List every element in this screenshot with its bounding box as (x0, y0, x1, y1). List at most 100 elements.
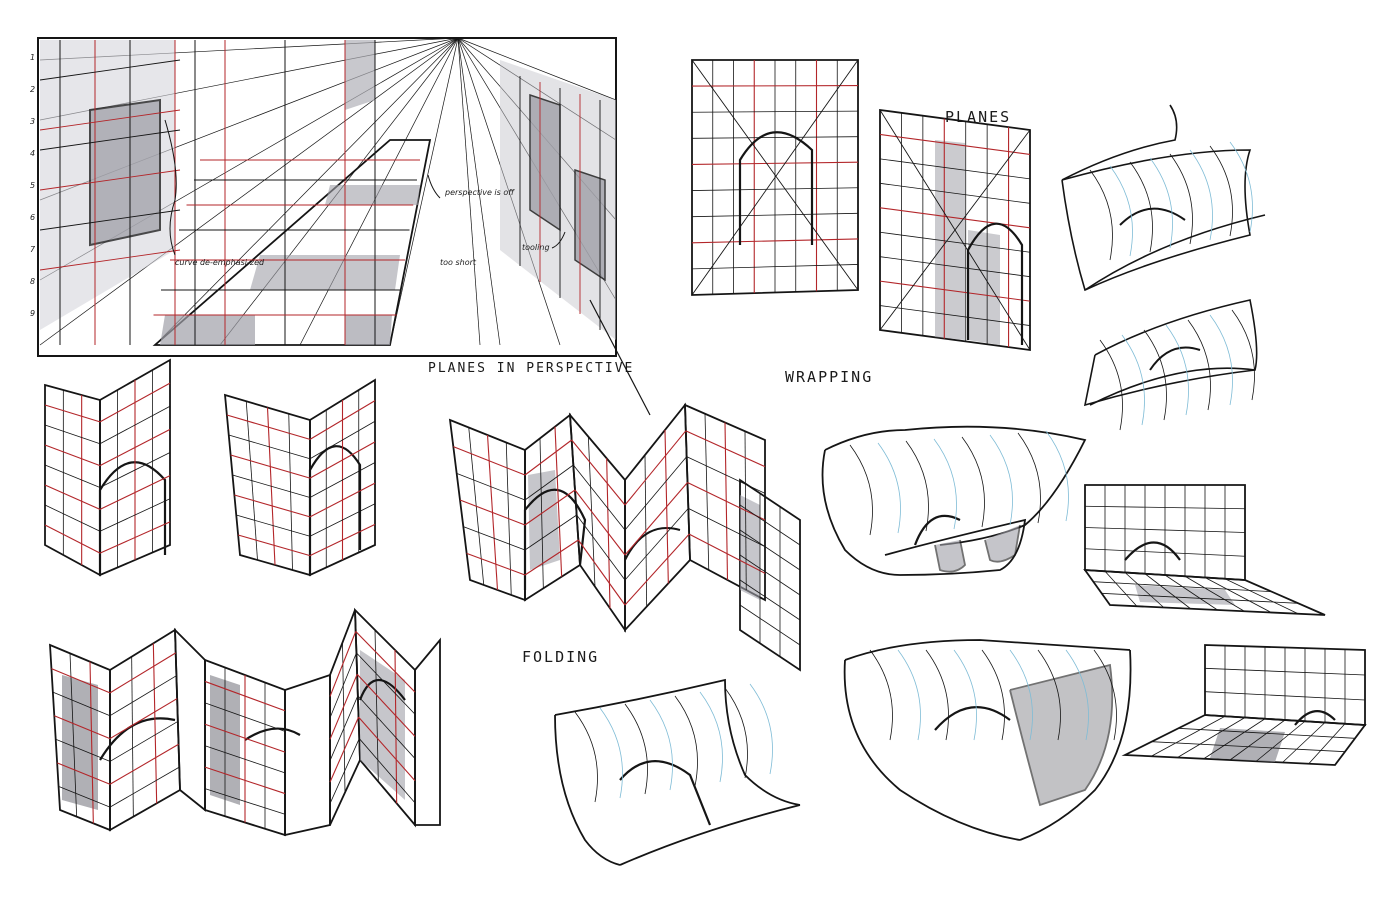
ruler-tick-label: 7 (30, 245, 36, 254)
guide-line (394, 649, 398, 804)
curve-note-pointer (164, 119, 177, 256)
guide-line (52, 691, 111, 717)
guide-line (309, 441, 376, 479)
curve-note: curve de-emphasi-zed (175, 258, 265, 267)
guide-line (99, 521, 171, 554)
guide-line (456, 472, 526, 501)
guide-line (739, 604, 801, 646)
guide-line (1204, 691, 1366, 701)
guide-line (204, 766, 286, 795)
guide-line (879, 256, 1031, 278)
wrapping-curl-drawing (821, 425, 1087, 576)
guide-line (309, 523, 376, 557)
guide-line (739, 529, 801, 571)
guide-line (624, 456, 687, 531)
ruler-tick-label: 2 (30, 85, 35, 94)
curve-guide (877, 442, 901, 534)
guide-line (89, 661, 94, 824)
guide-line (739, 579, 801, 621)
curve-guide (961, 436, 985, 528)
guide-line (99, 428, 171, 467)
half-pipe-drawing (843, 639, 1132, 841)
guide-line (576, 514, 626, 581)
guide-line (1084, 548, 1246, 557)
guide-line (524, 514, 577, 551)
guide-line (204, 745, 286, 774)
guide-line (230, 454, 311, 479)
curve-guide (699, 691, 723, 783)
vanishing-ray (457, 37, 481, 346)
guide-line (1204, 667, 1366, 676)
curve-guide (897, 649, 921, 741)
wall-horizontal (39, 169, 181, 191)
wall-horizontal (39, 109, 181, 131)
wall-horizontal (39, 249, 181, 271)
ruler-tick-label: 8 (30, 277, 35, 286)
guide-line (1101, 592, 1299, 604)
guide-line (524, 539, 579, 576)
curve-guide (1143, 329, 1167, 421)
vanishing-ray (39, 37, 459, 346)
curve-guide (1231, 309, 1255, 401)
planes-in-perspective-label: PLANES IN PERSPECTIVE (428, 361, 634, 376)
tooling-note-pointer (551, 231, 566, 249)
guide-line (691, 136, 859, 139)
guide-line (573, 464, 626, 531)
guide-line (54, 715, 111, 740)
curve-guide (1121, 334, 1145, 426)
guide-line (69, 653, 78, 817)
guide-line (374, 629, 379, 782)
curve-guide (1089, 169, 1113, 261)
guide-line (686, 456, 766, 494)
guide-line (463, 526, 526, 551)
accordion-fold-drawing (448, 402, 801, 672)
curve-guide (989, 434, 1013, 526)
guide-line (44, 524, 101, 554)
guide-line (109, 766, 180, 808)
guide-line (459, 499, 526, 526)
wrapping-label: WRAPPING (785, 368, 873, 386)
guide-line (204, 723, 286, 753)
guide-line (44, 504, 101, 532)
ruler-tick-label: 5 (30, 181, 35, 190)
curve-guide (1129, 161, 1153, 253)
guide-line (879, 207, 1031, 229)
perspective-extension-line (589, 299, 651, 416)
guide-line (691, 238, 859, 244)
guide-line (329, 716, 360, 783)
guide-line (879, 158, 1031, 180)
guide-line (524, 439, 572, 476)
guide-line (152, 643, 158, 804)
guide-line (691, 187, 859, 191)
guide-line (309, 400, 376, 440)
guide-line (44, 424, 101, 445)
curve-guide (1099, 339, 1123, 431)
guide-line (1177, 717, 1246, 758)
guide-line (1124, 572, 1165, 608)
curve-guide (1009, 649, 1033, 741)
guide-line (1308, 723, 1346, 765)
guide-line (571, 439, 626, 506)
guide-line (99, 498, 171, 532)
guide-line (1203, 718, 1266, 760)
guide-line (1084, 505, 1246, 510)
tooling-note: tooling (522, 243, 550, 252)
curve-guide (1169, 153, 1193, 245)
ruler-tick-label: 6 (30, 213, 35, 222)
guide-line (691, 161, 859, 165)
guide-line (466, 552, 526, 576)
guide-line (204, 680, 286, 712)
guide-line (624, 430, 687, 506)
guide-line (309, 503, 376, 537)
ruler-tick-label: 9 (30, 309, 35, 318)
wall-horizontal (39, 129, 181, 151)
vanishing-ray (457, 37, 617, 101)
guide-line (234, 494, 311, 518)
curve-guide (574, 711, 598, 803)
guide-line (1084, 527, 1246, 533)
guide-line (204, 702, 286, 732)
guide-line (688, 533, 766, 574)
guide-line (329, 695, 359, 761)
guide-line (1229, 719, 1286, 761)
wrapping-strips-drawing (1061, 104, 1266, 431)
